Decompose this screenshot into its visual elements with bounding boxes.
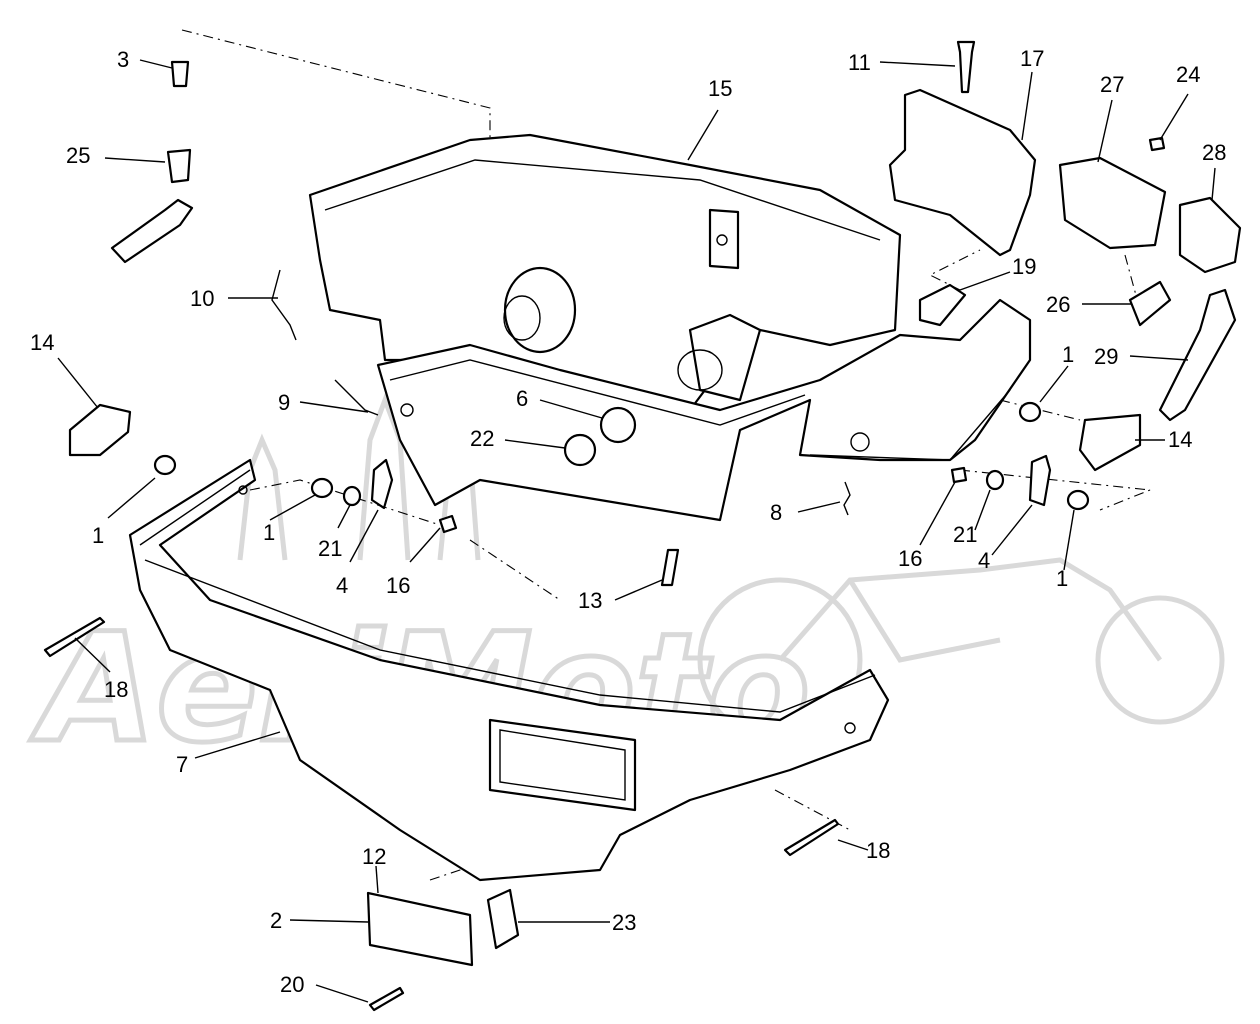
callout-18-a: 18	[104, 677, 128, 702]
callout-17: 17	[1020, 46, 1044, 71]
callout-19: 19	[1012, 254, 1036, 279]
assembly-lines	[181, 29, 1151, 881]
callout-22: 22	[470, 426, 494, 451]
lower-frame-part	[376, 298, 1032, 522]
latch-14-left	[68, 403, 132, 457]
callout-29: 29	[1094, 344, 1118, 369]
callout-14-left: 14	[30, 330, 54, 355]
callout-4-b: 4	[978, 548, 990, 573]
hose	[110, 198, 194, 264]
callout-16-a: 16	[386, 573, 410, 598]
callout-18-b: 18	[866, 838, 890, 863]
leader-lines	[57, 59, 1216, 1003]
callout-2: 2	[270, 908, 282, 933]
callout-27: 27	[1100, 72, 1124, 97]
callout-7: 7	[176, 752, 188, 777]
callout-1-b: 1	[263, 520, 275, 545]
callout-25: 25	[66, 143, 90, 168]
lower-cover-part-7	[128, 458, 890, 882]
grommet-25	[166, 148, 192, 184]
callout-1-c: 1	[1062, 342, 1074, 367]
callout-13: 13	[578, 588, 602, 613]
callout-3: 3	[117, 47, 129, 72]
callout-10: 10	[190, 286, 214, 311]
small-parts	[43, 40, 1242, 1012]
callout-16-b: 16	[898, 546, 922, 571]
callout-28: 28	[1202, 140, 1226, 165]
callout-12: 12	[362, 844, 386, 869]
callout-1-a: 1	[92, 523, 104, 548]
callout-24: 24	[1176, 62, 1200, 87]
callout-11: 11	[848, 50, 871, 75]
upper-cover-part-15	[308, 133, 902, 412]
callout-1-d: 1	[1056, 566, 1068, 591]
callout-23: 23	[612, 910, 636, 935]
callout-9: 9	[278, 390, 290, 415]
callout-21-a: 21	[318, 536, 342, 561]
callout-21-b: 21	[953, 522, 977, 547]
callout-14-right: 14	[1168, 427, 1192, 452]
callout-20: 20	[280, 972, 304, 997]
callout-6: 6	[516, 386, 528, 411]
callout-26: 26	[1046, 292, 1070, 317]
callout-15: 15	[708, 76, 732, 101]
callout-8: 8	[770, 500, 782, 525]
callout-labels: 3 25 10 14 9 1 1 21 4 16 18 7 15 6 22 11…	[30, 46, 1226, 997]
latch-14-right	[1078, 413, 1142, 472]
callout-4-a: 4	[336, 573, 348, 598]
rivet-3	[170, 60, 190, 88]
